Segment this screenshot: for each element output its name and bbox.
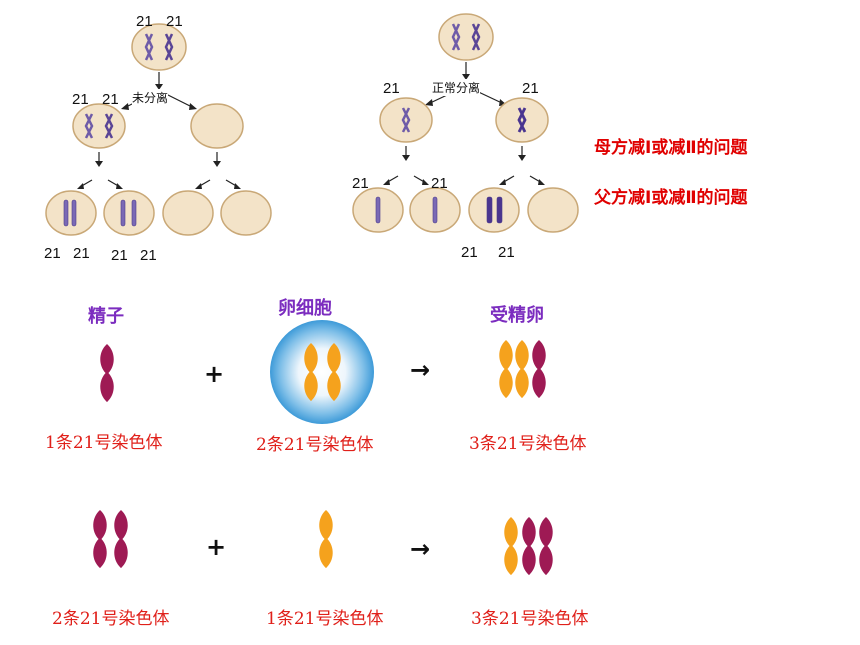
zygote-chromosome [515,339,529,399]
cell [45,190,97,236]
cell [495,97,549,143]
cell [527,187,579,233]
cell [379,97,433,143]
cell [468,187,520,233]
zygote-chromosome [504,516,518,576]
cell [103,190,155,236]
cell [131,23,187,71]
chromosome-number-label: 21 [352,175,369,192]
zygote-chromosome [499,339,513,399]
egg-chromosome [319,509,333,569]
sperm-chromosome [114,509,128,569]
chromosome-number-label: 21 [111,247,128,264]
plus-sign: + [204,360,225,388]
process-label: 正常分离 [432,79,481,96]
chromosome-number-label: 21 [461,244,478,261]
cell [72,103,126,149]
caption: 2条21号染色体 [52,609,170,629]
zygote-chromosome [522,516,536,576]
caption: 1条21号染色体 [266,609,384,629]
process-label: 未分离 [132,89,169,106]
chromosome-number-label: 21 [136,13,153,30]
sperm-chromosome [100,343,114,403]
sperm-chromosome [93,509,107,569]
right-division-diagram [352,13,579,233]
egg-cell [270,320,374,424]
chromosome-number-label: 21 [140,247,157,264]
cell [438,13,494,61]
paternal-note: 父方减Ⅰ或减Ⅱ的问题 [594,188,748,208]
cell [190,103,244,149]
chromosome-number-label: 21 [498,244,515,261]
chromosome-number-label: 21 [383,80,400,97]
zygote-title: 受精卵 [490,305,544,326]
caption: 3条21号染色体 [469,434,587,454]
left-division-diagram [45,23,272,236]
caption: 2条21号染色体 [256,435,374,455]
arrow-sign: → [410,535,431,563]
chromosome-number-label: 21 [44,245,61,262]
chromosome-number-label: 21 [522,80,539,97]
sperm-title: 精子 [88,306,124,327]
chromosome-number-label: 21 [102,91,119,108]
chromosome-pair [144,33,174,61]
chromosome-number-label: 21 [166,13,183,30]
chromosome-number-label: 21 [72,91,89,108]
cell [162,190,214,236]
caption: 1条21号染色体 [45,433,163,453]
plus-sign: + [206,533,227,561]
maternal-note: 母方减Ⅰ或减Ⅱ的问题 [594,138,748,158]
chromosome-number-label: 21 [73,245,90,262]
zygote-chromosome [539,516,553,576]
caption: 3条21号染色体 [471,609,589,629]
cell [220,190,272,236]
arrow-sign: → [410,356,431,384]
egg-title: 卵细胞 [278,298,332,319]
chromosome-number-label: 21 [431,175,448,192]
zygote-chromosome [532,339,546,399]
